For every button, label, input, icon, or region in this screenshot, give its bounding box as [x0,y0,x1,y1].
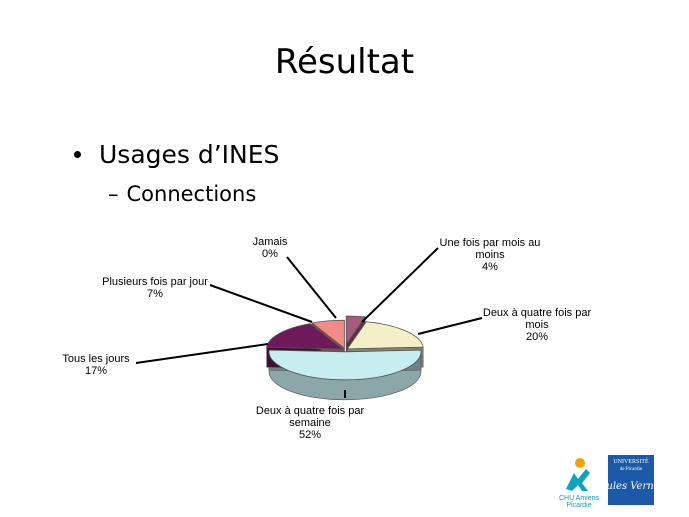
slice-percent-label-3: 17% [85,365,107,377]
slice-category-label-4: Plusieurs fois par jour [102,276,208,288]
chu-logo-figure [566,469,590,491]
slide-title: Résultat [274,42,415,82]
chu-logo: CHU Amiens Picardie [559,458,600,509]
pie-slice-2 [268,349,422,381]
bullet-text: Usages d’INES [99,140,280,169]
slice-percent-label-2: 52% [299,429,321,441]
pie-tops [266,315,424,381]
partner-logos: CHU Amiens Picardie UNIVERSITÉ de Picard… [559,455,656,509]
pie-slice-1 [346,321,424,350]
slice-percent-label-0: 4% [482,261,498,273]
leader-line-1 [417,317,483,335]
sub-bullet-dash: – [108,182,119,206]
bullet-dot [74,151,81,158]
slice-category-label-3: Tous les jours [62,353,130,365]
university-logo-line-2: de Picardie [620,467,643,472]
chu-logo-line-1: CHU Amiens [559,495,600,502]
slice-category-label-0: moins [475,249,505,261]
chu-logo-line-2: Picardie [566,502,591,509]
slice-category-label-2: Deux à quatre fois par [256,405,365,417]
sub-bullet-connections: – Connections [108,182,256,206]
leader-line-5 [286,256,337,319]
university-logo-line-1: UNIVERSITÉ [613,457,649,465]
pie-slice-0 [345,315,366,346]
leader-line-0 [361,247,439,323]
sub-bullet-text: Connections [126,182,257,206]
slice-percent-label-5: 0% [262,248,278,260]
slice-category-label-0: Une fois par mois au [440,237,541,249]
slice-percent-label-1: 20% [526,331,548,343]
leader-line-3 [135,343,269,364]
pie-slice-3 [266,323,344,350]
university-logo-signature: Jules Verne [600,481,656,492]
bullet-usages: Usages d’INES [74,140,279,169]
chu-logo-sun [575,458,585,468]
slice-category-label-2: semaine [289,417,331,429]
slice-category-label-1: mois [525,319,549,331]
pie-slice-4 [311,319,345,350]
slice-percent-label-4: 7% [147,288,163,300]
slice-category-label-1: Deux à quatre fois par [483,307,592,319]
slice-category-label-5: Jamais [253,236,288,248]
university-logo: UNIVERSITÉ de Picardie Jules Verne [600,455,656,505]
university-logo-panel [608,455,654,505]
leader-line-4 [209,284,313,323]
